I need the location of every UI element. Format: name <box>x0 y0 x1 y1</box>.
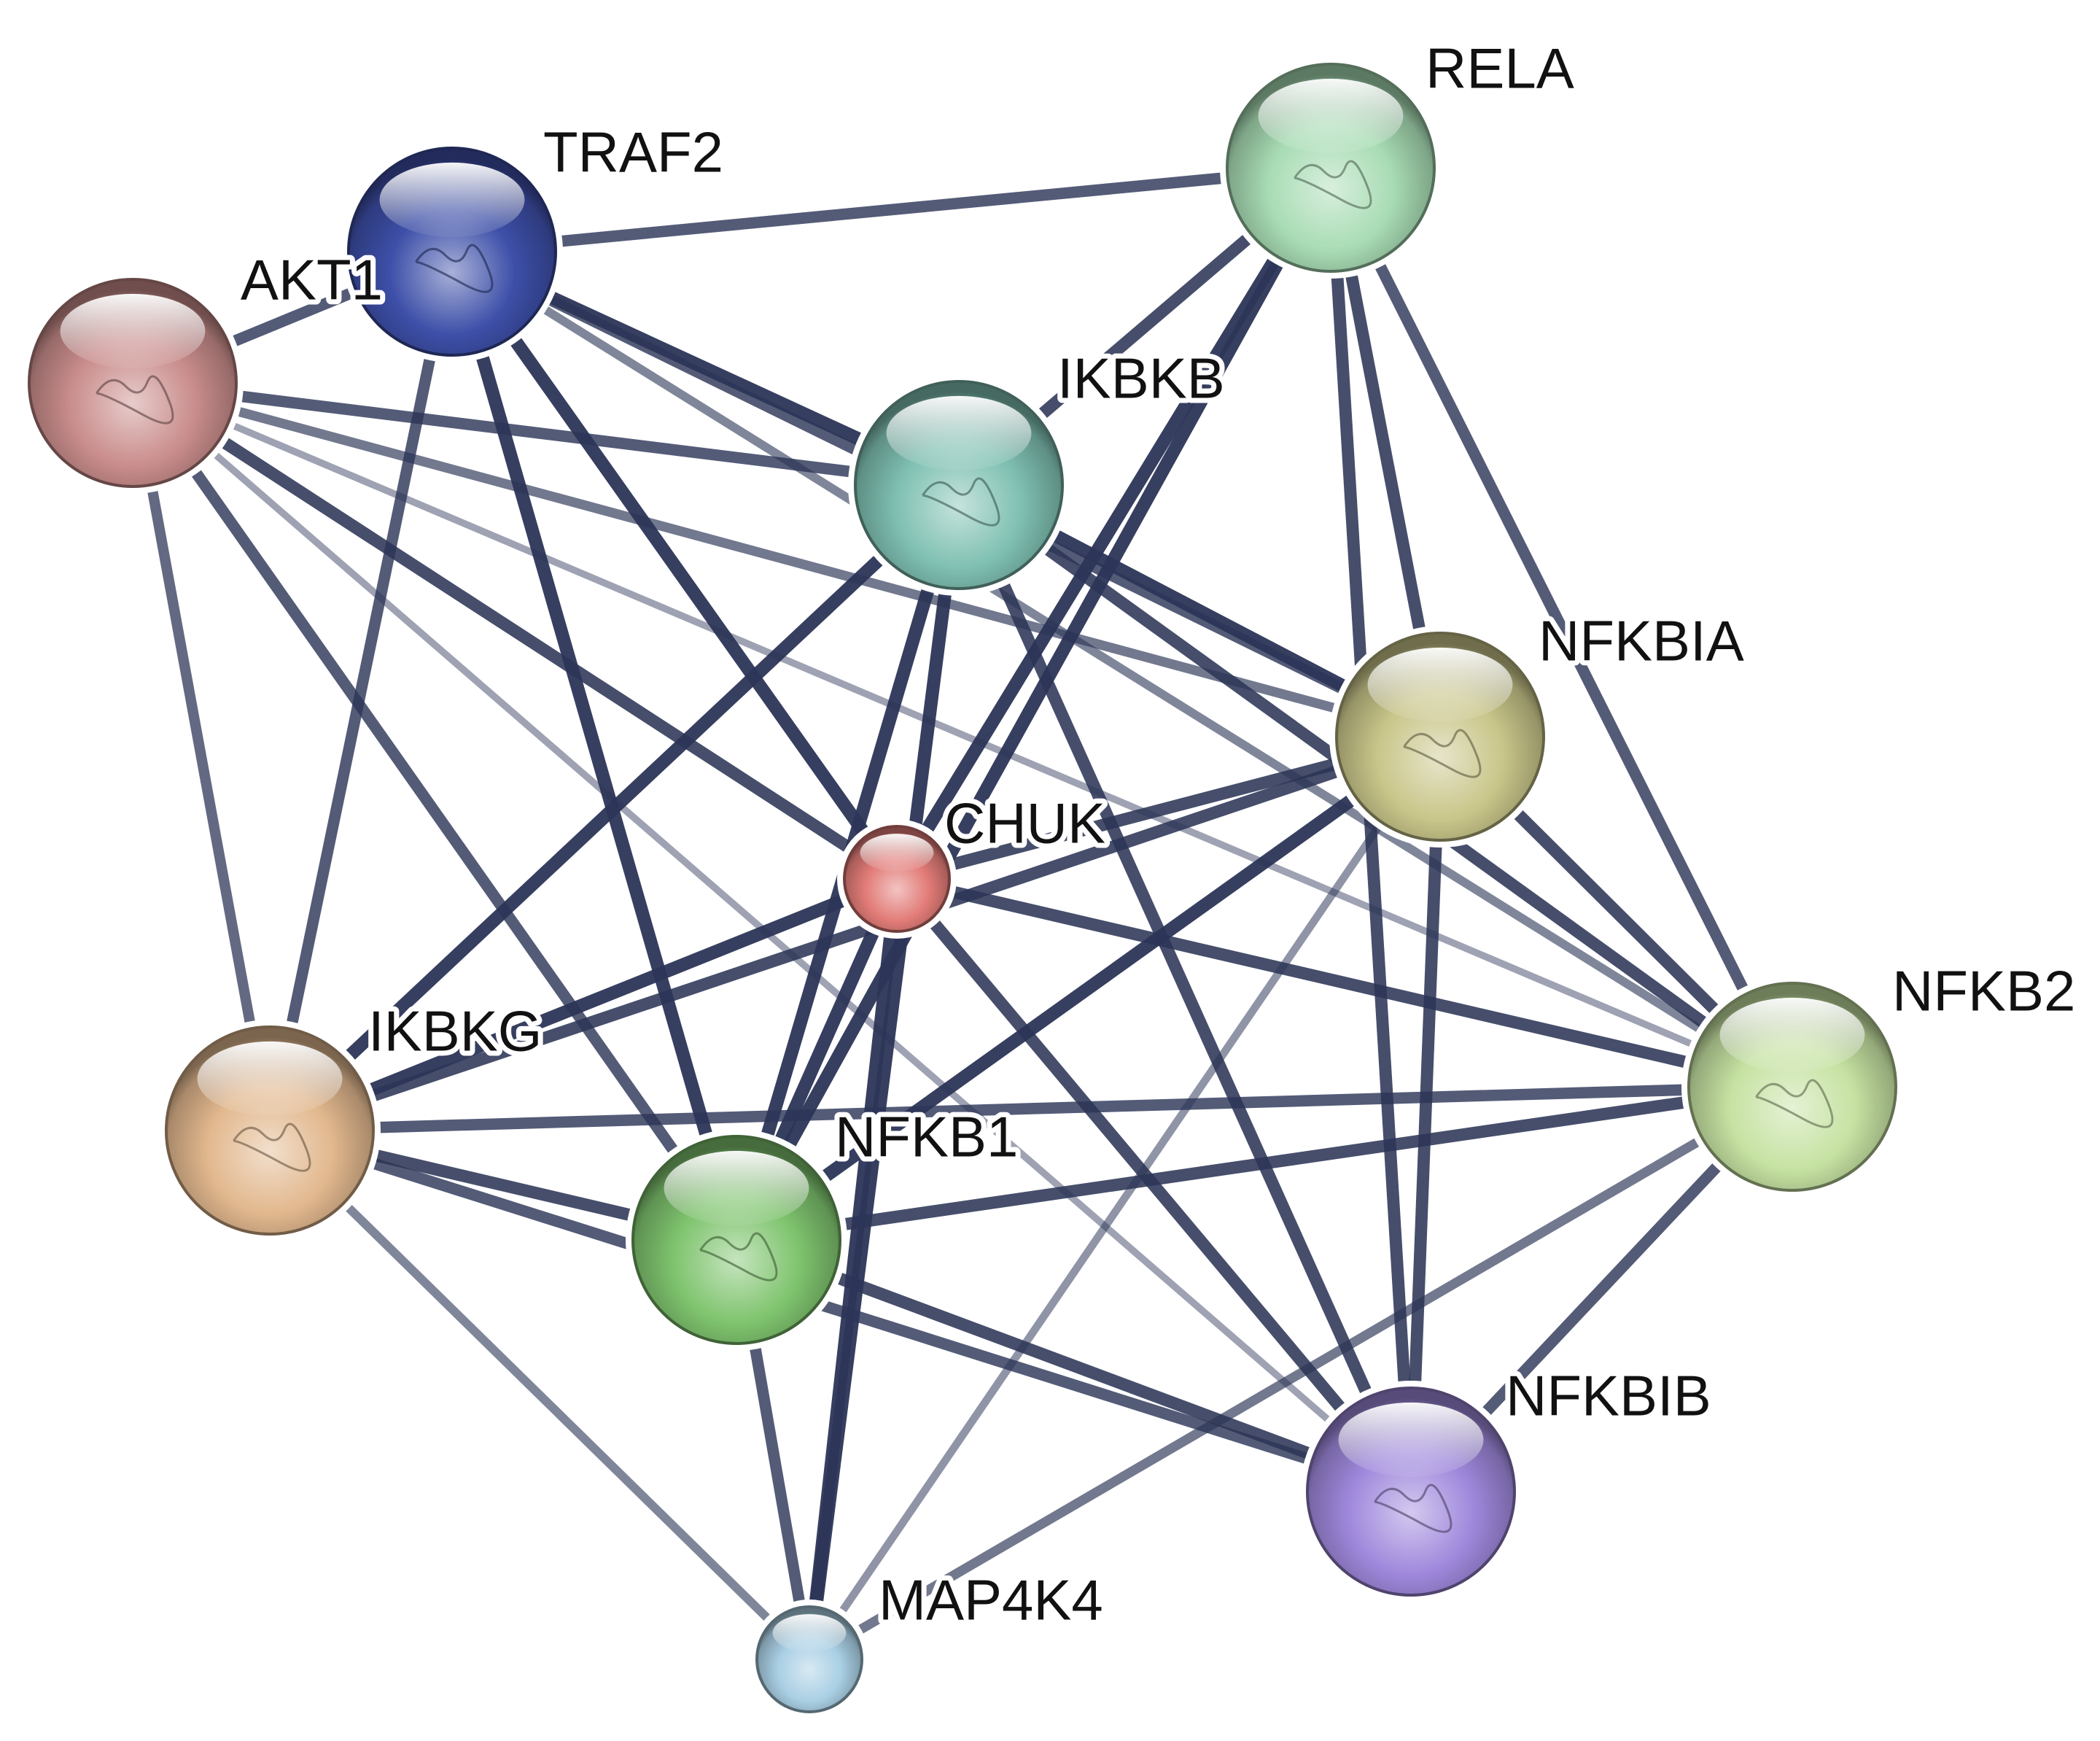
edge-nfkbia-map4k4 <box>806 734 1444 1662</box>
node-label-map4k4: MAP4K4 <box>879 1568 1103 1632</box>
node-nfkb1[interactable] <box>626 1129 847 1351</box>
edge-akt1-nfkbib <box>130 380 1414 1494</box>
node-label-akt1: AKT1 <box>241 248 383 312</box>
node-label-nfkbia: NFKBIA <box>1539 609 1744 673</box>
edge-ikbkg-nfkb2 <box>269 1081 1793 1136</box>
node-highlight <box>1258 78 1404 154</box>
node-highlight <box>1338 1402 1484 1478</box>
protein-structure-icon <box>233 1122 311 1172</box>
edge-traf2-chuk <box>446 247 903 883</box>
protein-structure-icon <box>1755 1079 1834 1128</box>
edge-nfkbia-ikbkg <box>268 731 1442 1136</box>
node-highlight <box>379 162 525 238</box>
nodes-layer <box>22 57 1903 1719</box>
edge-nfkbia-nfkbib <box>1404 736 1447 1492</box>
protein-structure-icon <box>415 244 494 293</box>
edge-nfkbia-nfkb1 <box>732 731 1444 1246</box>
node-map4k4[interactable] <box>750 1600 869 1719</box>
protein-structure-icon <box>1403 729 1482 778</box>
edge-akt1-nfkb2 <box>131 379 1794 1090</box>
protein-structure-icon <box>699 1232 778 1281</box>
node-label-traf2: TRAF2 <box>543 120 723 185</box>
edge-ikbkg-map4k4 <box>266 1127 813 1663</box>
node-highlight <box>772 1614 847 1652</box>
edge-nfkb1-nfkbib <box>734 1234 1413 1497</box>
node-highlight <box>664 1150 809 1226</box>
node-rela[interactable] <box>1220 57 1442 279</box>
edge-rela-nfkb2 <box>1326 165 1797 1090</box>
node-label-nfkb2: NFKB2 <box>1892 959 2075 1023</box>
edge-akt1-chuk <box>129 377 901 885</box>
node-label-nfkb1: NFKB1 <box>835 1105 1018 1169</box>
node-nfkbia[interactable] <box>1329 626 1551 848</box>
edge-ikbkb-ikbkg <box>265 480 964 1136</box>
node-chuk[interactable] <box>837 819 957 939</box>
edge-rela-nfkb1 <box>731 164 1337 1244</box>
edge-akt1-ikbkg <box>127 381 276 1132</box>
node-label-chuk: CHUK <box>944 791 1105 856</box>
node-ikbkb[interactable] <box>848 374 1070 596</box>
node-traf2[interactable] <box>341 141 563 362</box>
node-label-rela: RELA <box>1426 36 1574 101</box>
edge-chuk-ikbkg <box>267 872 900 1137</box>
edge-traf2-rela <box>451 162 1331 257</box>
node-label-ikbkb: IKBKB <box>1057 346 1225 411</box>
edge-chuk-map4k4 <box>803 877 903 1661</box>
node-highlight <box>1367 647 1513 723</box>
protein-structure-icon <box>1294 160 1372 209</box>
node-highlight <box>1719 997 1865 1073</box>
node-nfkbib[interactable] <box>1300 1381 1522 1602</box>
protein-structure-icon <box>96 375 174 424</box>
edge-akt1-nfkb1 <box>128 379 742 1244</box>
node-highlight <box>60 293 206 369</box>
edge-nfkb1-nfkb2 <box>735 1080 1794 1246</box>
edge-traf2-nfkb1 <box>446 249 743 1242</box>
edge-nfkb2-map4k4 <box>806 1082 1795 1664</box>
node-label-nfkbib: NFKBIB <box>1506 1364 1711 1428</box>
edge-rela-nfkbib <box>1324 167 1418 1492</box>
edge-chuk-nfkb2 <box>895 872 1794 1093</box>
edge-ikbkg-nfkbib <box>268 1125 1413 1497</box>
node-akt1[interactable] <box>22 272 244 494</box>
node-label-ikbkg: IKBKG <box>368 999 542 1063</box>
node-highlight <box>197 1041 343 1117</box>
node-ikbkg[interactable] <box>159 1020 381 1241</box>
protein-structure-icon <box>1374 1484 1452 1533</box>
node-highlight <box>860 834 934 872</box>
edge-akt1-ikbkb <box>132 377 960 491</box>
edge-traf2-nfkb2 <box>449 247 1795 1091</box>
edge-traf2-ikbkg <box>264 250 458 1132</box>
protein-structure-icon <box>922 477 1000 527</box>
node-nfkb2[interactable] <box>1681 976 1903 1198</box>
node-highlight <box>886 395 1032 471</box>
